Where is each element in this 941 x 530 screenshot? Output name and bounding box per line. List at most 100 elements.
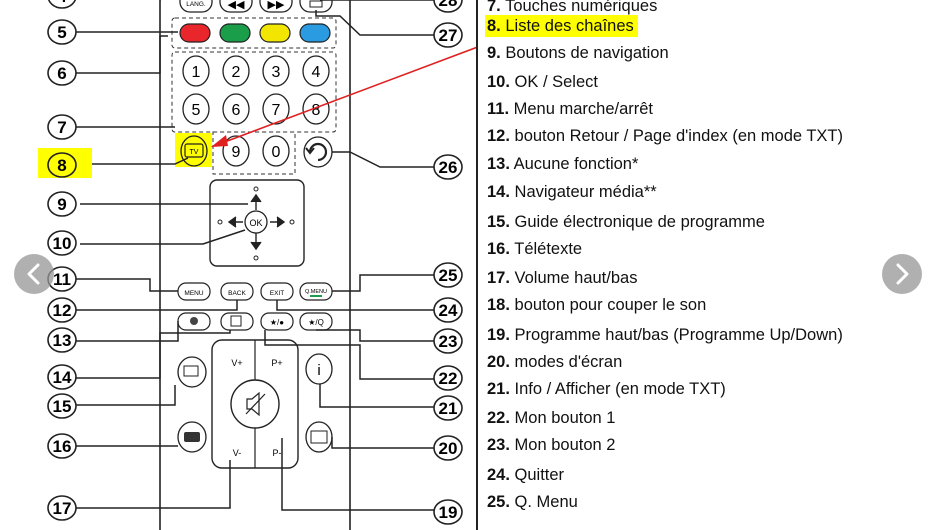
digit-3-button[interactable]: 3 (262, 55, 290, 87)
svg-text:2: 2 (232, 64, 241, 81)
callout-26: 26 (433, 154, 463, 180)
ok-button[interactable]: OK (244, 210, 268, 234)
no-function-button[interactable] (177, 312, 211, 331)
svg-text:4: 4 (312, 64, 321, 81)
green-button[interactable] (219, 23, 251, 43)
svg-text:8: 8 (312, 102, 321, 119)
vol-up-button[interactable]: V+ (231, 358, 242, 368)
legend-item: 16. Télétexte (487, 240, 583, 258)
my-button-2[interactable]: ★/Q (299, 312, 333, 331)
red-button[interactable] (179, 23, 211, 43)
svg-text:BACK: BACK (228, 290, 246, 297)
svg-text:Q.MENU: Q.MENU (305, 289, 327, 295)
legend-item: 10. OK / Select (487, 73, 598, 91)
svg-text:14: 14 (53, 368, 72, 387)
svg-text:5: 5 (192, 102, 201, 119)
legend-item: 18. bouton pour couper le son (487, 296, 707, 314)
svg-text:20: 20 (439, 439, 458, 458)
svg-text:MENU: MENU (184, 290, 203, 297)
legend-item: 11. Menu marche/arrêt (487, 100, 654, 118)
callout-16: 16 (47, 433, 77, 459)
legend-item: 15. Guide électronique de programme (487, 213, 765, 231)
legend-item: 25. Q. Menu (487, 493, 578, 511)
svg-text:24: 24 (439, 301, 458, 320)
callout-14: 14 (47, 364, 77, 390)
prog-up-button[interactable]: P+ (271, 358, 282, 368)
digit-4-button[interactable]: 4 (302, 55, 330, 87)
column-divider (476, 0, 478, 530)
svg-text:9: 9 (232, 144, 241, 161)
svg-text:0: 0 (272, 144, 281, 161)
lang-button[interactable]: LANG. (179, 0, 213, 13)
prog-down-button[interactable]: P- (273, 448, 282, 458)
digit-5-button[interactable]: 5 (182, 93, 210, 125)
legend-item-highlighted: 8. Liste des chaînes (485, 15, 638, 37)
digit-9-button[interactable]: 9 (222, 135, 250, 167)
svg-text:13: 13 (53, 331, 72, 350)
forward-button[interactable]: ▶▶ (259, 0, 293, 13)
legend-item: 7. Touches numériques (487, 0, 658, 15)
svg-text:21: 21 (439, 399, 458, 418)
screen-mode-button[interactable] (305, 421, 333, 453)
epg-button[interactable] (177, 356, 207, 388)
menu-button[interactable]: MENU (177, 282, 211, 301)
my-button-1[interactable]: ★/● (260, 312, 294, 331)
legend-item: 12. bouton Retour / Page d'index (en mod… (487, 127, 843, 145)
nav-down-button[interactable] (250, 233, 262, 251)
tv-button[interactable]: TV (180, 135, 208, 167)
exit-button[interactable]: EXIT (260, 282, 294, 301)
callout-8: 8 (47, 152, 77, 178)
callout-24: 24 (433, 297, 463, 323)
svg-text:19: 19 (439, 503, 458, 522)
svg-text:EXIT: EXIT (270, 290, 284, 297)
carousel-prev-button[interactable] (14, 254, 54, 294)
svg-text:★/●: ★/● (270, 318, 284, 327)
legend-item: 13. Aucune fonction* (487, 155, 639, 173)
legend-item: 19. Programme haut/bas (Programme Up/Dow… (487, 326, 843, 344)
digit-0-button[interactable]: 0 (262, 135, 290, 167)
info-button[interactable]: i (305, 353, 333, 385)
digit-7-button[interactable]: 7 (262, 93, 290, 125)
media-browser-button[interactable] (220, 312, 254, 331)
callout-27: 27 (433, 22, 463, 48)
legend-item: 22. Mon bouton 1 (487, 409, 616, 427)
nav-up-button[interactable] (250, 193, 262, 210)
blue-button[interactable] (299, 23, 331, 43)
legend-item: 24. Quitter (487, 466, 565, 484)
return-button[interactable] (303, 136, 333, 168)
yellow-button[interactable] (259, 23, 291, 43)
callout-21: 21 (433, 395, 463, 421)
qmenu-button[interactable]: Q.MENU (299, 282, 333, 301)
callout-5: 5 (47, 19, 77, 45)
svg-text:i: i (317, 362, 320, 379)
nav-right-button[interactable] (270, 216, 286, 228)
chevron-right-icon (896, 263, 909, 285)
callout-6: 6 (47, 60, 77, 86)
callout-13: 13 (47, 327, 77, 353)
legend-item: 14. Navigateur média** (487, 183, 657, 201)
digit-1-button[interactable]: 1 (182, 55, 210, 87)
callout-19: 19 (433, 499, 463, 525)
vol-down-button[interactable]: V- (233, 448, 242, 458)
carousel-next-button[interactable] (882, 254, 922, 294)
digit-8-button[interactable]: 8 (302, 93, 330, 125)
legend-item: 23. Mon bouton 2 (487, 436, 616, 454)
rewind-button[interactable]: ◀◀ (219, 0, 253, 13)
legend-item: 21. Info / Afficher (en mode TXT) (487, 380, 726, 398)
callout-20: 20 (433, 435, 463, 461)
svg-text:6: 6 (57, 64, 66, 83)
back-button[interactable]: BACK (220, 282, 254, 301)
svg-text:11: 11 (53, 270, 71, 289)
callout-28: 28 (433, 0, 463, 13)
legend-item: 20. modes d'écran (487, 353, 623, 371)
callout-4: 4 (47, 0, 77, 9)
svg-text:3: 3 (272, 64, 281, 81)
svg-text:17: 17 (53, 499, 72, 518)
digit-6-button[interactable]: 6 (222, 93, 250, 125)
mute-button[interactable] (230, 379, 280, 429)
legend-item: 17. Volume haut/bas (487, 269, 638, 287)
nav-left-button[interactable] (227, 216, 243, 228)
teletext-button[interactable] (177, 421, 207, 453)
digit-2-button[interactable]: 2 (222, 55, 250, 87)
